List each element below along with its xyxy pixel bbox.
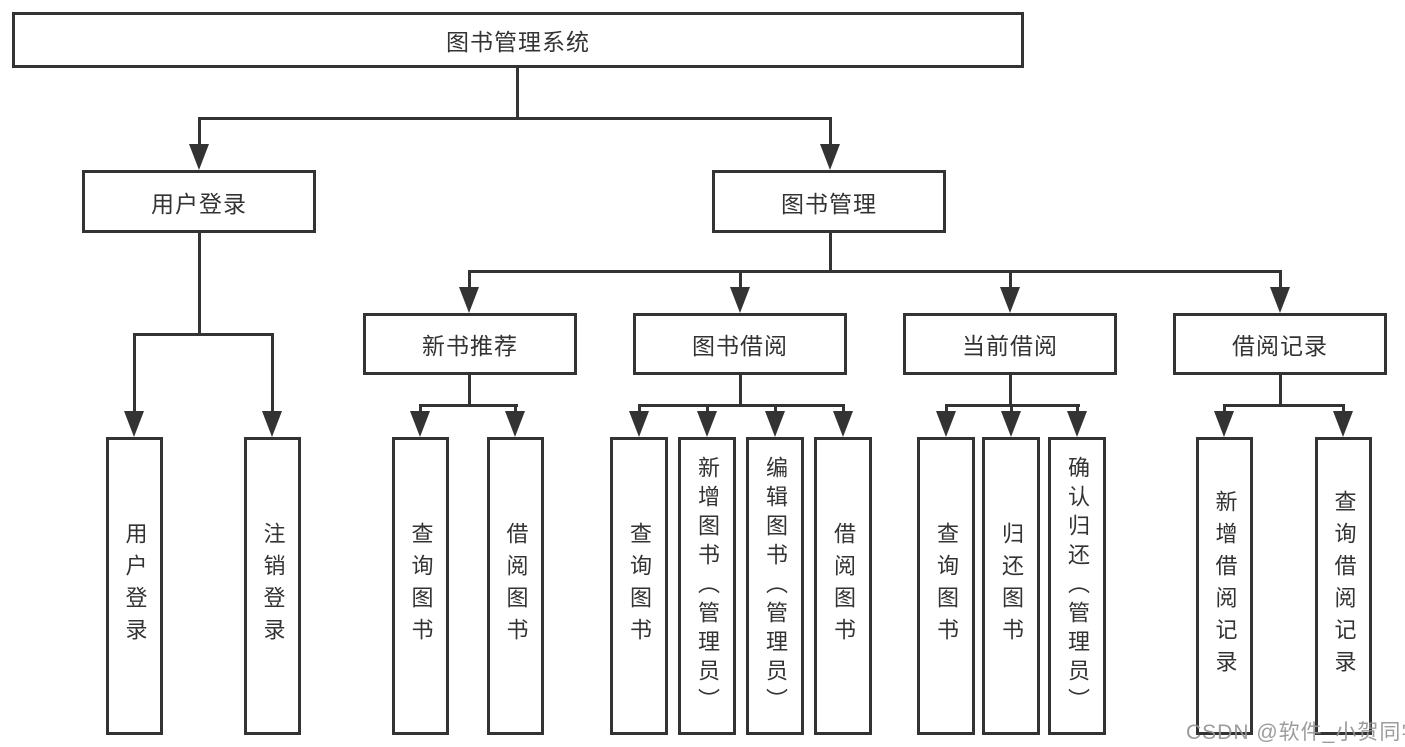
edge-level1-rail <box>198 117 832 120</box>
leaf-confirm-return-admin-label: 确认归还（管理员） <box>1065 455 1090 717</box>
leaf-add-borrow-record-label: 新增借阅记录 <box>1212 490 1238 682</box>
edge-to-new-book-recommend <box>468 270 471 290</box>
edge-to-book-management <box>829 117 832 147</box>
leaf-return-books-label: 归还图书 <box>999 522 1024 650</box>
edge-user-login-stem <box>198 231 201 335</box>
node-library-management-system: 图书管理系统 <box>12 12 1024 68</box>
edge-leaf <box>514 404 517 414</box>
edge-leaf <box>1010 404 1013 414</box>
arrow-to-leaf-borrow-books-recommend <box>505 411 525 437</box>
edge-leaf <box>842 404 845 414</box>
arrow-to-leaf-add-borrow-record <box>1214 411 1234 437</box>
arrow-to-borrow-records <box>1270 287 1290 313</box>
arrow-to-leaf-add-books <box>697 411 717 437</box>
leaf-borrow-books-label: 借阅图书 <box>831 522 856 650</box>
leaf-logout-label: 注销登录 <box>260 522 286 650</box>
leaf-user-login: 用户登录 <box>106 437 163 735</box>
arrow-to-leaf-confirm-return <box>1067 411 1087 437</box>
leaf-query-books-current-label: 查询图书 <box>934 522 959 650</box>
arrow-to-leaf-logout <box>262 411 282 437</box>
edge-borrow-records-rail <box>1223 404 1345 407</box>
arrow-to-current-borrow <box>1000 287 1020 313</box>
arrow-to-leaf-borrow-books <box>833 411 853 437</box>
leaf-confirm-return-admin: 确认归还（管理员） <box>1048 437 1106 735</box>
leaf-add-books-admin-label: 新增图书（管理员） <box>695 455 720 717</box>
watermark: CSDN @软件_小贺同学 <box>1186 721 1405 744</box>
arrow-to-leaf-user-login <box>124 411 144 437</box>
node-borrow-records: 借阅记录 <box>1173 313 1387 375</box>
leaf-borrow-books: 借阅图书 <box>814 437 872 735</box>
edge-level3-rail <box>468 270 1282 273</box>
arrow-to-book-borrow <box>730 287 750 313</box>
edge-user-login-rail <box>133 333 274 336</box>
edge-leaf <box>1342 404 1345 414</box>
node-user-login: 用户登录 <box>82 170 316 233</box>
edge-book-management-stem <box>829 231 832 272</box>
arrow-to-user-login <box>189 144 209 170</box>
edge-to-leaf-logout <box>271 333 274 413</box>
node-book-borrow: 图书借阅 <box>633 313 847 375</box>
edge-book-borrow-rail <box>638 404 845 407</box>
edge-leaf <box>706 404 709 414</box>
leaf-query-books-borrow: 查询图书 <box>610 437 668 735</box>
arrow-to-book-management <box>820 144 840 170</box>
leaf-query-books-current: 查询图书 <box>917 437 975 735</box>
edge-to-user-login <box>198 117 201 147</box>
leaf-query-books-borrow-label: 查询图书 <box>627 522 652 650</box>
leaf-borrow-books-recommend-label: 借阅图书 <box>503 522 529 650</box>
node-book-management: 图书管理 <box>712 170 946 233</box>
edge-to-book-borrow <box>739 270 742 290</box>
leaf-query-books-recommend-label: 查询图书 <box>408 522 434 650</box>
edge-current-borrow-stem <box>1009 374 1012 406</box>
edge-leaf <box>945 404 948 414</box>
arrow-to-leaf-return-books <box>1001 411 1021 437</box>
leaf-borrow-books-recommend: 借阅图书 <box>487 437 544 735</box>
edge-book-borrow-stem <box>739 374 742 406</box>
node-new-book-recommend: 新书推荐 <box>363 313 577 375</box>
leaf-query-books-recommend: 查询图书 <box>392 437 449 735</box>
edge-borrow-records-stem <box>1279 374 1282 406</box>
leaf-add-borrow-record: 新增借阅记录 <box>1196 437 1253 735</box>
edge-to-current-borrow <box>1009 270 1012 290</box>
leaf-logout: 注销登录 <box>244 437 301 735</box>
arrow-to-leaf-query-borrow-record <box>1333 411 1353 437</box>
leaf-query-borrow-record: 查询借阅记录 <box>1315 437 1372 735</box>
edge-to-leaf-user-login <box>133 333 136 413</box>
edge-leaf <box>419 404 422 414</box>
edge-root-stem <box>516 67 519 118</box>
arrow-to-leaf-query-books-recommend <box>410 411 430 437</box>
edge-to-borrow-records <box>1279 270 1282 290</box>
edge-leaf <box>1223 404 1226 414</box>
edge-new-book-recommend-stem <box>468 374 471 406</box>
leaf-query-borrow-record-label: 查询借阅记录 <box>1331 490 1357 682</box>
arrow-to-leaf-query-books-current <box>936 411 956 437</box>
arrow-to-leaf-query-books-borrow <box>629 411 649 437</box>
arrow-to-leaf-edit-books <box>765 411 785 437</box>
edge-leaf <box>1076 404 1079 414</box>
edge-new-book-recommend-rail <box>419 404 518 407</box>
leaf-add-books-admin: 新增图书（管理员） <box>678 437 736 735</box>
leaf-return-books: 归还图书 <box>982 437 1040 735</box>
leaf-user-login-label: 用户登录 <box>122 522 148 650</box>
edge-leaf <box>774 404 777 414</box>
leaf-edit-books-admin-label: 编辑图书（管理员） <box>763 455 788 717</box>
leaf-edit-books-admin: 编辑图书（管理员） <box>746 437 804 735</box>
arrow-to-new-book-recommend <box>459 287 479 313</box>
node-current-borrow: 当前借阅 <box>903 313 1117 375</box>
edge-leaf <box>638 404 641 414</box>
